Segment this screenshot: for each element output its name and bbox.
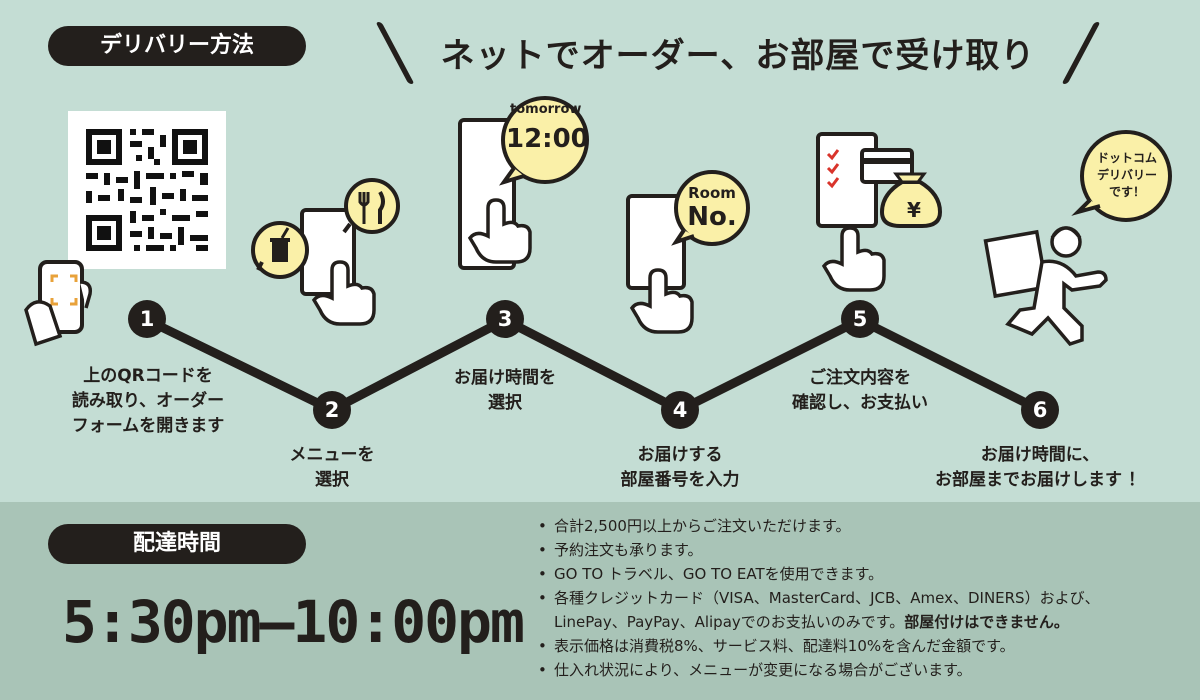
note-item: GO TO トラベル、GO TO EATを使用できます。 <box>536 562 1186 586</box>
headline-slash-right <box>1061 22 1101 84</box>
step-1-line3: フォームを開きます <box>71 416 225 436</box>
step-6-line1: お届け時間に、 <box>980 445 1100 465</box>
bubble-dotcom-line2: デリバリー <box>1096 168 1157 182</box>
step-3-line1: お届け時間を <box>454 368 556 388</box>
step-2-line2: 選択 <box>315 470 349 490</box>
note-item: 各種クレジットカード（VISA、MasterCard、JCB、Amex、DINE… <box>536 586 1186 610</box>
step-path <box>145 314 1043 416</box>
note-item-continued: LinePay、PayPay、Alipayでのお支払いのみです。部屋付けはできま… <box>536 610 1186 634</box>
step-5-line2: 確認し、お支払い <box>792 393 928 413</box>
step-1-text: 上のQRコードを 読み取り、オーダー フォームを開きます <box>48 364 248 439</box>
step-1-number: 1 <box>128 300 166 338</box>
illustrations <box>24 96 1172 347</box>
note-card-warning: 部屋付けはできません。 <box>904 613 1069 631</box>
step-2-text: メニューを 選択 <box>252 443 412 493</box>
step-2-number: 2 <box>313 391 351 429</box>
note-item: 合計2,500円以上からご注文いただけます。 <box>536 514 1186 538</box>
bubble-room: Room <box>688 184 736 202</box>
step-6-line2: お部屋までお届けします ！ <box>935 470 1145 490</box>
step-5-number: 5 <box>841 300 879 338</box>
bubble-no: No. <box>687 202 737 232</box>
step-3-line2: 選択 <box>488 393 522 413</box>
phone-scan-icon <box>24 260 93 347</box>
step-5-text: ご注文内容を 確認し、お支払い <box>770 366 950 416</box>
bubble-dotcom-line1: ドットコム <box>1096 151 1157 165</box>
note-card-continued: LinePay、PayPay、Alipayでのお支払いのみです。 <box>554 613 905 631</box>
bubble-dotcom: ドットコム デリバリー です！ <box>1090 150 1164 201</box>
payment-icon <box>816 132 943 292</box>
step-3-number: 3 <box>486 300 524 338</box>
step-2-line1: メニューを <box>289 445 375 465</box>
headline-text: ネットでオーダー、お部屋で受け取り <box>440 36 1036 76</box>
bubble-tomorrow: tomorrow <box>510 102 582 117</box>
time-select-icon <box>458 96 589 270</box>
note-item: 予約注文も承ります。 <box>536 538 1186 562</box>
delivery-runner-icon <box>983 130 1172 347</box>
headline-block: ネットでオーダー、お部屋で受け取り <box>375 22 1101 84</box>
step-1-line1: 上のQRコードを <box>83 366 213 386</box>
delivery-method-label: デリバリー方法 <box>48 26 306 66</box>
delivery-time-label: 配達時間 <box>48 524 306 564</box>
bubble-yen: ¥ <box>907 198 921 222</box>
bubble-time: 12:00 <box>506 124 589 154</box>
step-6-number: 6 <box>1021 391 1059 429</box>
step-4-text: お届けする 部屋番号を入力 <box>590 443 770 493</box>
step-4-number: 4 <box>661 391 699 429</box>
step-1-line2: 読み取り、オーダー <box>71 391 225 411</box>
delivery-time: 5:30pm–10:00pm <box>62 588 525 656</box>
headline-slash-left <box>375 22 415 84</box>
step-3-text: お届け時間を 選択 <box>425 366 585 416</box>
step-4-line1: お届けする <box>637 445 723 465</box>
note-item: 表示価格は消費税8%、サービス料、配達料10%を含んだ金額です。 <box>536 634 1186 658</box>
room-number-icon <box>626 170 750 334</box>
step-4-line2: 部屋番号を入力 <box>620 470 740 490</box>
qr-code-icon <box>86 129 208 251</box>
step-5-line1: ご注文内容を <box>809 368 911 388</box>
bubble-dotcom-line3: です！ <box>1108 185 1145 199</box>
menu-select-icon <box>251 178 400 326</box>
note-item: 仕入れ状況により、メニューが変更になる場合がございます。 <box>536 658 1186 682</box>
notes-list: 合計2,500円以上からご注文いただけます。 予約注文も承ります。 GO TO … <box>536 514 1186 682</box>
step-6-text: お届け時間に、 お部屋までお届けします ！ <box>920 443 1160 493</box>
qr-code[interactable] <box>68 111 226 269</box>
